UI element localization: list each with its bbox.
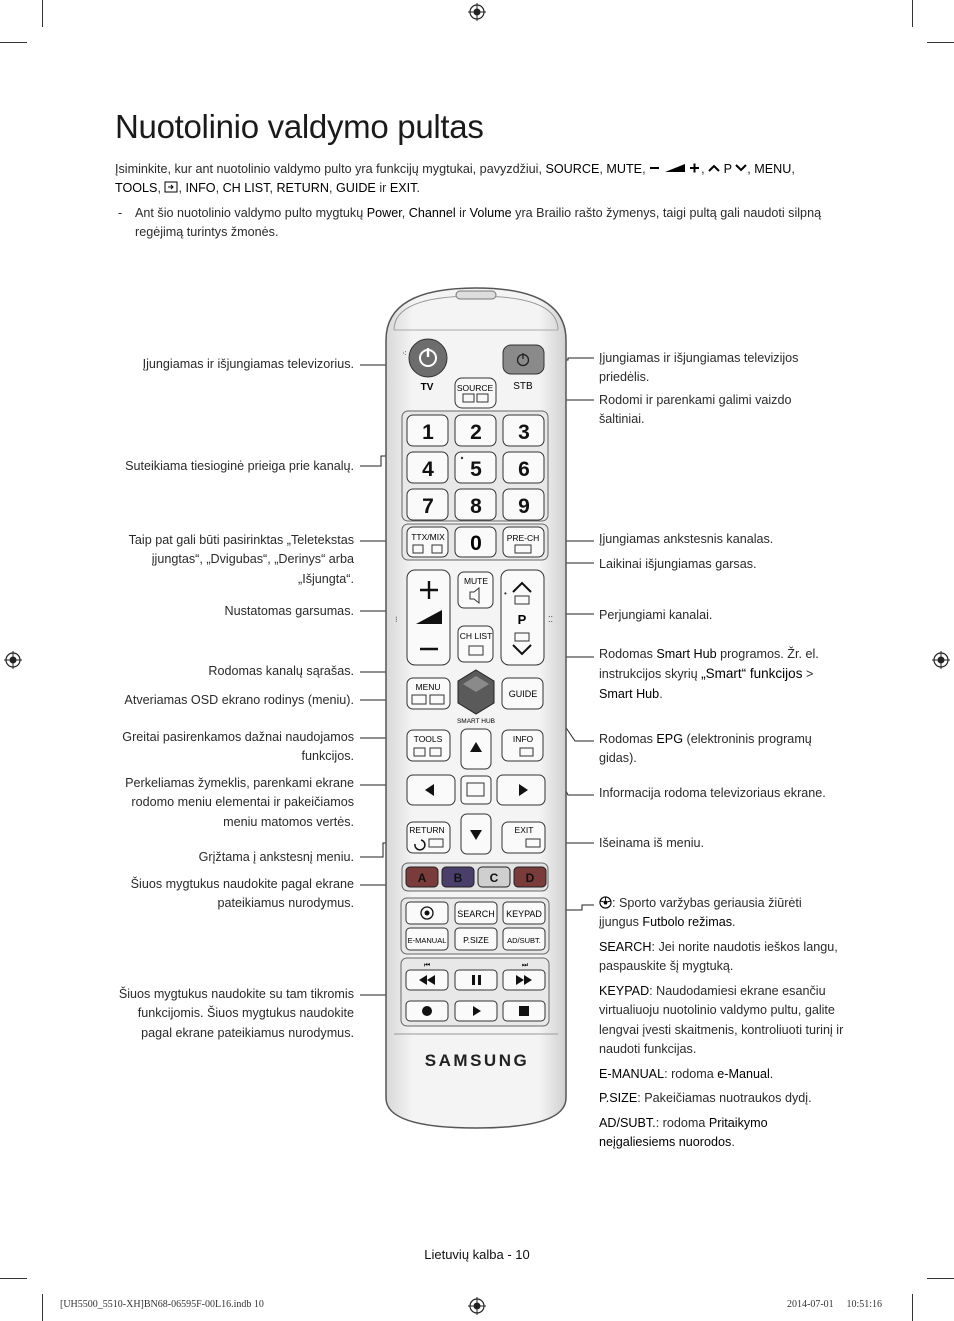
color-button-c[interactable] [477,866,511,888]
svg-text:⁚⁚: ⁚⁚ [548,615,553,624]
crop-mark [912,1294,913,1321]
key-5[interactable]: 5 [470,458,482,481]
label-keypad: KEYPAD: Naudodamiesi ekrane esančiu virt… [599,984,844,1056]
label-psize: P.SIZE: Pakeičiamas nuotraukos dydį. [599,1091,812,1105]
smarthub-label[interactable]: SMART HUB [457,718,495,725]
svg-text:•: • [504,589,507,598]
crop-mark [927,42,954,43]
svg-text:⏮: ⏮ [424,962,430,969]
label-tools: Greitai pasirenkamos dažnai naudojamos f… [122,730,354,764]
label-chlist: Rodomas kanalų sąrašas. [208,664,354,678]
label-numbers: Suteikiama tiesioginė prieiga prie kanal… [125,459,354,473]
label-adsubt: AD/SUBT.: rodoma Pritaikymo neįgaliesiem… [599,1116,768,1150]
prech-label[interactable]: PRE-CH [507,533,540,543]
label-media-buttons: Šiuos mygtukus naudokite su tam tikromis… [118,987,354,1040]
key-6[interactable]: 6 [518,458,530,481]
channel-p-label[interactable]: P [518,612,527,627]
label-channel: Perjungiami kanalai. [599,608,713,622]
tools-label[interactable]: TOOLS [414,734,443,744]
registration-mark-icon [4,651,22,669]
label-cursor: Perkeliamas žymeklis, parenkami ekrane r… [125,776,354,829]
search-label[interactable]: SEARCH [457,909,495,919]
key-4[interactable]: 4 [422,458,434,481]
menu-label[interactable]: MENU [415,682,440,692]
return-label[interactable]: RETURN [409,825,444,835]
svg-text:⏭: ⏭ [522,962,529,969]
color-label-b: B [454,871,463,885]
label-color-buttons: Šiuos mygtukus naudokite pagal ekrane pa… [130,877,354,911]
info-label[interactable]: INFO [513,734,534,744]
svg-text:⁖: ⁖ [402,349,407,358]
key-7[interactable]: 7 [422,495,434,518]
label-power-tv: Įjungiamas ir išjungiamas televizorius. [142,357,354,371]
crop-mark [42,1294,43,1321]
crop-mark [912,0,913,27]
crop-mark [42,0,43,27]
chlist-label[interactable]: CH LIST [460,631,493,641]
label-source: Rodomi ir parenkami galimi vaizdo šaltin… [599,393,792,427]
color-button-d[interactable] [513,866,547,888]
adsubt-label[interactable]: AD/SUBT. [507,936,541,945]
page-title: Nuotolinio valdymo pultas [115,108,484,145]
football-icon [599,896,612,909]
label-menu: Atveriamas OSD ekrano rodinys (meniu). [124,693,354,707]
channel-up-icon [708,164,720,172]
label-return: Grįžtama į ankstesnį meniu. [198,850,354,864]
label-guide: Rodomas EPG (elektroninis programų gidas… [599,732,812,766]
crop-mark [0,42,27,43]
emanual-label[interactable]: E-MANUAL [408,936,447,945]
key-2[interactable]: 2 [470,421,482,444]
color-label-c: C [490,871,499,885]
label-mute: Laikinai išjungiamas garsas. [599,557,757,571]
page-number: Lietuvių kalba - 10 [424,1247,530,1262]
key-3[interactable]: 3 [518,421,530,444]
source-label: SOURCE [457,383,494,393]
label-football: : Sporto varžybas geriausia žiūrėti įjun… [599,896,802,930]
color-button-b[interactable] [441,866,475,888]
key-9[interactable]: 9 [518,495,530,518]
key-8[interactable]: 8 [470,495,482,518]
color-label-a: A [418,871,427,885]
guide-label[interactable]: GUIDE [509,689,538,699]
ttx-label[interactable]: TTX/MIX [411,532,445,542]
key-1[interactable]: 1 [422,421,434,444]
print-slug-right: 2014-07-01 ￿ 10:51:16 [787,1299,882,1310]
key-0[interactable]: 0 [470,532,482,555]
tv-label: TV [421,382,434,393]
label-prech: Įjungiamas ankstesnis kanalas. [599,532,774,546]
stb-label: STB [513,381,533,392]
mute-label[interactable]: MUTE [464,576,488,586]
print-slug-left: [UH5500_5510-XH]BN68-06595F-00L16.indb 1… [60,1299,264,1310]
label-stb: Įjungiamas ir išjungiamas televizijos pr… [599,351,799,385]
number-keys[interactable] [406,414,545,521]
label-volume: Nustatomas garsumas. [224,604,355,618]
input-source-icon [164,181,178,192]
registration-mark-icon [468,3,486,21]
channel-down-icon [735,164,747,172]
crop-mark [927,1278,954,1279]
label-exit: Išeinama iš meniu. [599,836,704,850]
keypad-label[interactable]: KEYPAD [506,909,542,919]
label-info: Informacija rodoma televizoriaus ekrane. [599,786,826,800]
psize-label[interactable]: P.SIZE [463,935,489,945]
registration-mark-icon [932,651,950,669]
registration-mark-icon [468,1297,486,1315]
svg-text:⁝: ⁝ [395,615,398,624]
volume-down-up-icon [650,163,700,173]
intro-paragraph: Įsiminkite, kur ant nuotolinio valdymo p… [115,162,795,195]
brand-logo: SAMSUNG [425,1051,529,1070]
label-ttx: Taip pat gali būti pasirinktas „Teleteks… [128,533,354,586]
label-emanual: E-MANUAL: rodoma e-Manual. [599,1067,774,1081]
color-label-d: D [526,871,535,885]
label-search: SEARCH: Jei norite naudotis ieškos langu… [599,940,838,974]
exit-label[interactable]: EXIT [515,825,534,835]
color-button-a[interactable] [405,866,439,888]
crop-mark [0,1278,27,1279]
label-smarthub: Rodomas Smart Hub programos. Žr. el. ins… [599,647,819,701]
